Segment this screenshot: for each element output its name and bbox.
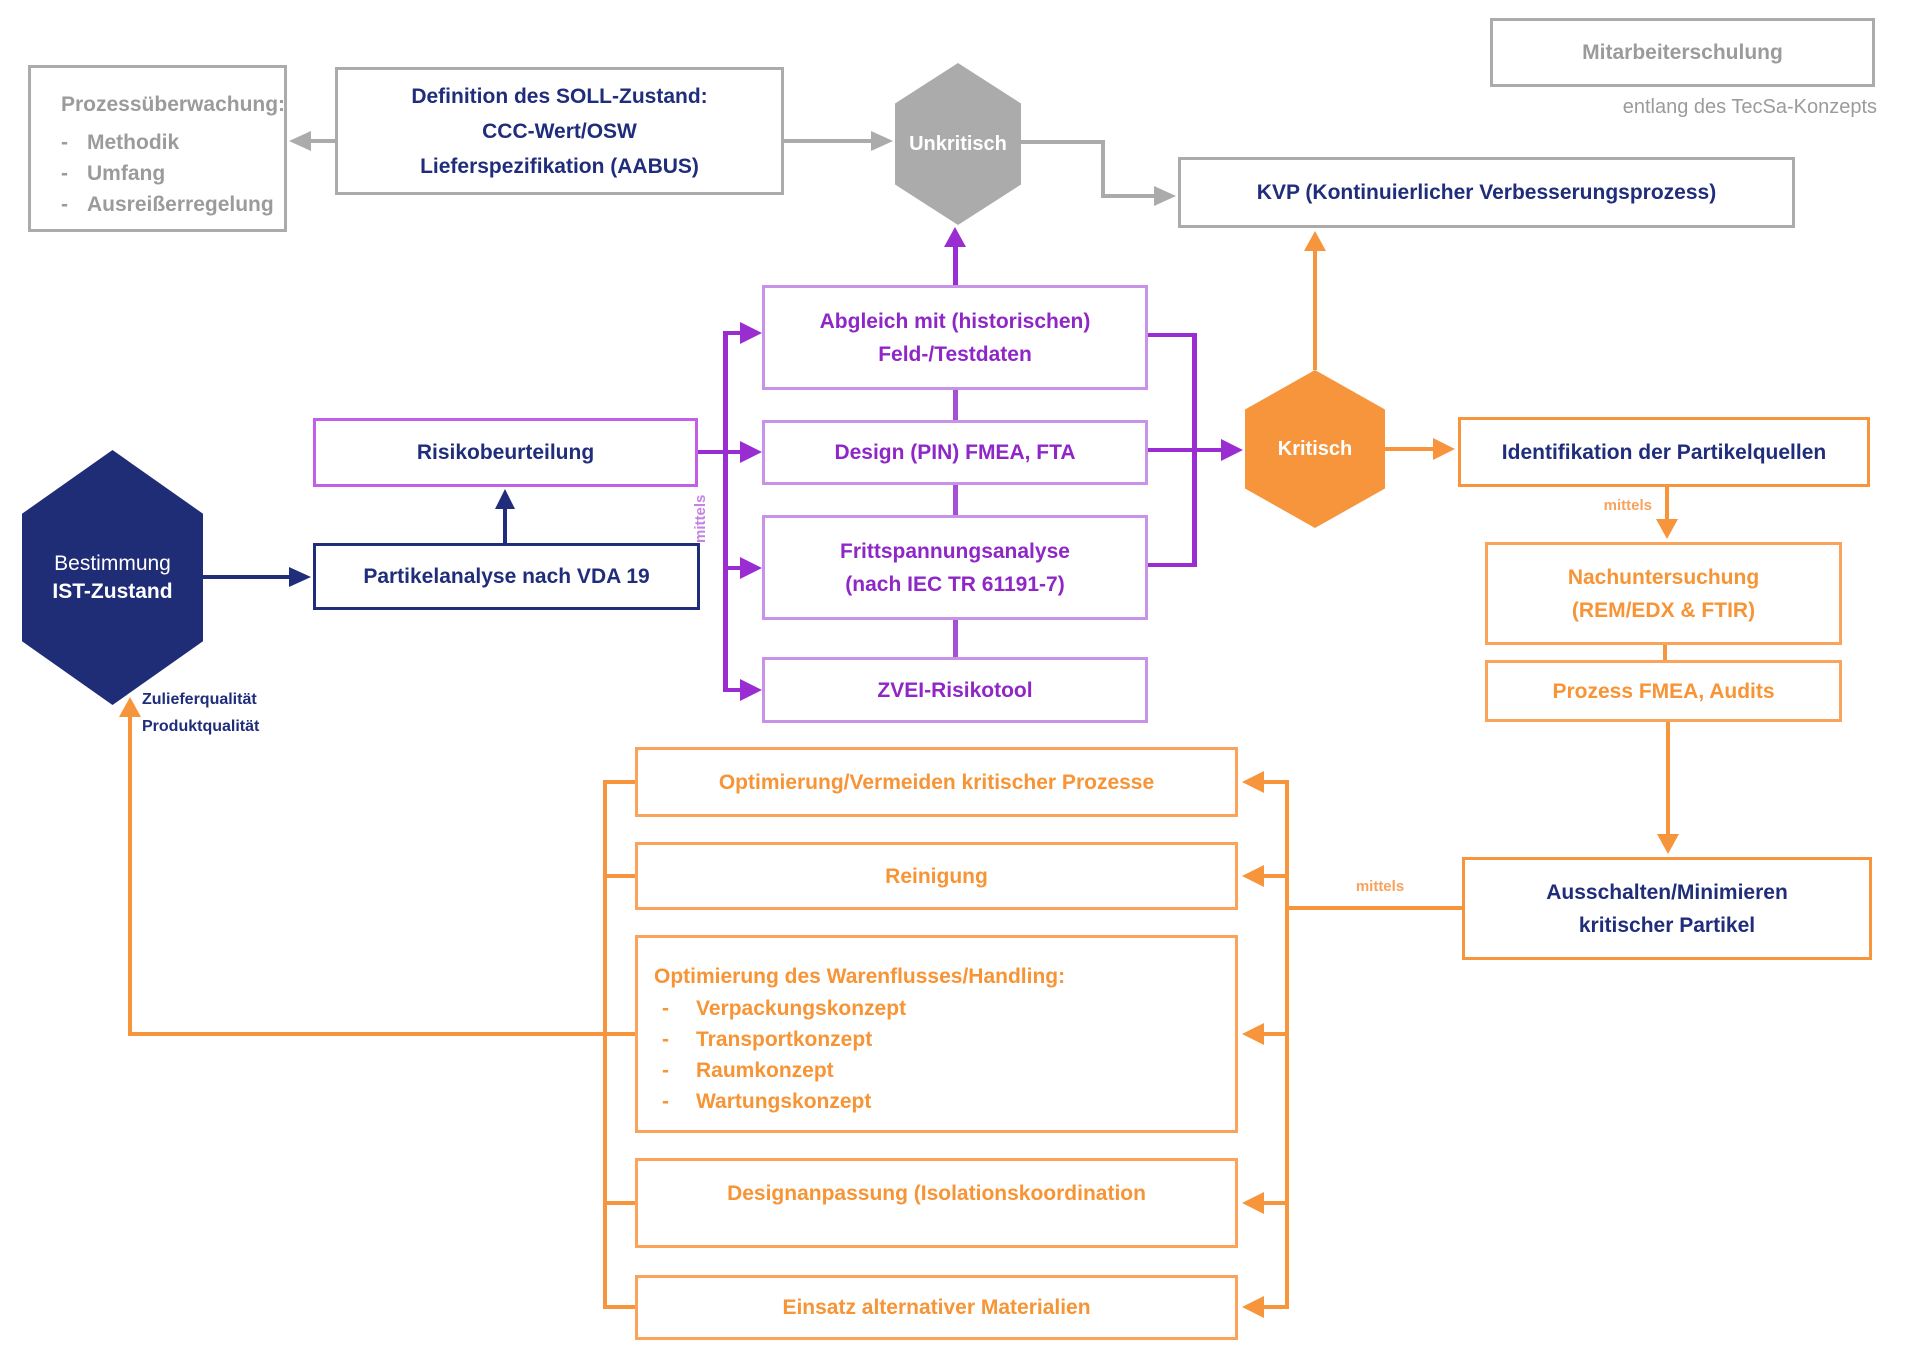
connector-line xyxy=(953,245,958,285)
warenfluss-title: Optimierung des Warenflusses/Handling: xyxy=(654,965,1066,988)
measure-designanpassung-box: Designanpassung (Isolationskoordination xyxy=(635,1158,1238,1248)
soll-definition-box: Definition des SOLL-Zustand: CCC-Wert/OS… xyxy=(335,67,784,195)
connector-line xyxy=(1287,906,1462,910)
arrowhead-down xyxy=(1657,834,1679,854)
connector-line xyxy=(1148,563,1196,567)
connector-line xyxy=(784,139,873,143)
arrowhead-left xyxy=(1242,1192,1264,1214)
arrowhead-right xyxy=(1154,186,1176,206)
prozess-fmea-box: Prozess FMEA, Audits xyxy=(1485,660,1842,722)
connector-line xyxy=(1264,1201,1287,1205)
connector-line xyxy=(1101,194,1156,198)
connector-line xyxy=(1285,780,1289,1309)
mittels-label-1: mittels xyxy=(1603,497,1652,514)
connector-line xyxy=(1385,447,1435,451)
training-box: Mitarbeiterschulung xyxy=(1490,18,1875,87)
frittspannung-box: Frittspannungsanalyse (nach IEC TR 61191… xyxy=(762,515,1148,620)
mittels-label-2: mittels xyxy=(1355,878,1405,895)
connector-line xyxy=(698,450,729,454)
connector-line xyxy=(203,575,291,579)
design-fmea-box: Design (PIN) FMEA, FTA xyxy=(762,420,1148,485)
kritisch-hexagon: Kritisch xyxy=(1245,370,1385,528)
ausschalten-box: Ausschalten/Minimieren kritischer Partik… xyxy=(1462,857,1872,960)
arrowhead-up xyxy=(944,227,966,247)
arrowhead-left xyxy=(1242,1023,1264,1045)
connector-line xyxy=(953,485,958,515)
zvei-risikotool-box: ZVEI-Risikotool xyxy=(762,657,1148,723)
process-monitoring-title: Prozessüberwachung: xyxy=(61,93,286,116)
partikelanalyse-box: Partikelanalyse nach VDA 19 xyxy=(313,543,700,610)
list-item: - Ausreißerregelung xyxy=(61,193,274,216)
process-monitoring-box: Prozessüberwachung: - Methodik - Umfang … xyxy=(28,65,287,232)
connector-line xyxy=(1148,333,1196,337)
arrowhead-right xyxy=(740,557,762,579)
measure-materialien-box: Einsatz alternativer Materialien xyxy=(635,1275,1238,1340)
connector-line xyxy=(1663,645,1667,660)
connector-line xyxy=(607,1305,635,1309)
connector-line xyxy=(503,507,507,543)
mittels-label-purple: mittels xyxy=(692,494,709,544)
list-item: - Wartungskonzept xyxy=(662,1090,872,1113)
kvp-box: KVP (Kontinuierlicher Verbesserungsproze… xyxy=(1178,157,1795,228)
list-item: - Verpackungskonzept xyxy=(662,997,907,1020)
arrowhead-right xyxy=(740,441,762,463)
arrowhead-left xyxy=(1242,771,1264,793)
nachuntersuchung-box: Nachuntersuchung (REM/EDX & FTIR) xyxy=(1485,542,1842,645)
measure-optimierung-prozesse-box: Optimierung/Vermeiden kritischer Prozess… xyxy=(635,747,1238,817)
arrowhead-right xyxy=(740,322,762,344)
arrowhead-left xyxy=(1242,1296,1264,1318)
bestimmung-hexagon: Bestimmung IST-Zustand xyxy=(22,450,203,705)
connector-line xyxy=(128,1032,635,1036)
connector-line xyxy=(1666,722,1670,835)
identifikation-box: Identifikation der Partikelquellen xyxy=(1458,417,1870,487)
abgleich-box: Abgleich mit (historischen) Feld-/Testda… xyxy=(762,285,1148,390)
arrowhead-up xyxy=(1304,231,1326,251)
connector-line xyxy=(603,780,607,1309)
unkritisch-hexagon: Unkritisch xyxy=(895,63,1021,225)
connector-line xyxy=(1021,140,1105,144)
connector-line xyxy=(723,331,728,692)
connector-line xyxy=(128,716,132,1036)
arrowhead-right xyxy=(1433,438,1455,460)
connector-line xyxy=(1264,1305,1287,1309)
connector-line xyxy=(1313,250,1317,370)
connector-line xyxy=(727,331,742,335)
arrowhead-left xyxy=(1242,865,1264,887)
connector-line xyxy=(953,390,958,420)
connector-line xyxy=(1264,780,1287,784)
arrowhead-left xyxy=(289,131,311,151)
connector-line xyxy=(607,1201,635,1205)
connector-line xyxy=(1264,1032,1287,1036)
connector-line xyxy=(1101,140,1105,198)
arrowhead-right xyxy=(289,567,311,587)
connector-line xyxy=(1148,448,1223,452)
training-subtitle: entlang des TecSa-Konzepts xyxy=(1622,96,1877,118)
connector-line xyxy=(727,450,742,454)
list-item: - Raumkonzept xyxy=(662,1059,834,1082)
arrowhead-up xyxy=(119,697,141,717)
list-item: - Transportkonzept xyxy=(662,1028,873,1051)
measure-warenfluss-box: Optimierung des Warenflusses/Handling: -… xyxy=(635,935,1238,1133)
connector-line xyxy=(607,780,635,784)
connector-line xyxy=(727,688,742,692)
arrowhead-right xyxy=(740,679,762,701)
arrowhead-right xyxy=(1221,439,1243,461)
connector-line xyxy=(311,139,337,143)
list-item: - Umfang xyxy=(61,162,166,185)
arrowhead-right xyxy=(871,131,893,151)
connector-line xyxy=(1665,487,1669,520)
connector-line xyxy=(953,620,958,657)
connector-line xyxy=(727,566,742,570)
measure-reinigung-box: Reinigung xyxy=(635,842,1238,910)
arrowhead-down xyxy=(1656,519,1678,539)
arrowhead-up xyxy=(495,489,515,509)
connector-line xyxy=(1264,874,1287,878)
quality-note: Zulieferqualität Produktqualität xyxy=(142,691,260,735)
risikobeurteilung-box: Risikobeurteilung xyxy=(313,418,698,487)
list-item: - Methodik xyxy=(61,131,180,154)
connector-line xyxy=(607,874,635,878)
